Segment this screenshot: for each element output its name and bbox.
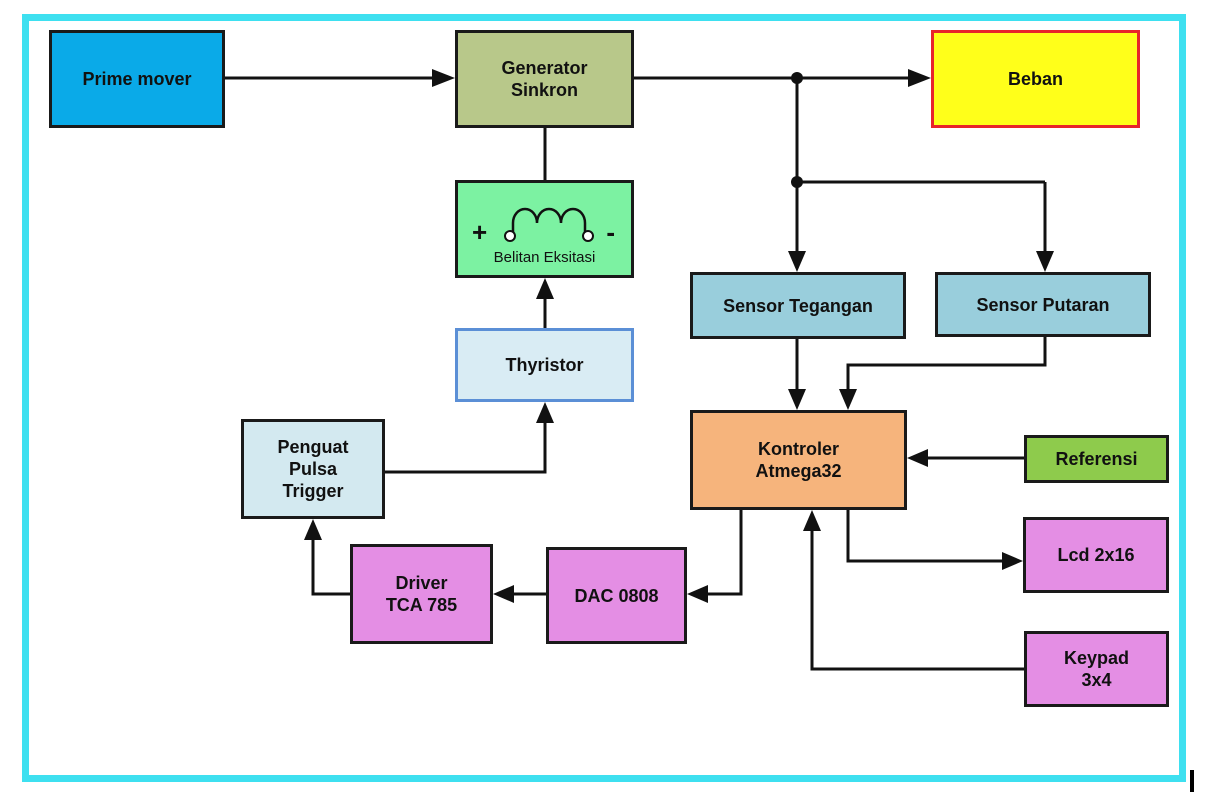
- dac-label: DAC 0808: [574, 585, 659, 606]
- plus-terminal-label: +: [472, 217, 488, 247]
- arrow-keypad-controller: [810, 517, 1024, 671]
- thyristor-label: Thyristor: [505, 355, 584, 375]
- keypad-label-line2: 3x4: [1081, 670, 1112, 690]
- speed-sensor-label: Sensor Putaran: [976, 294, 1110, 315]
- arrowhead: [1036, 251, 1054, 272]
- speed-sensor-block: Sensor Putaran: [935, 272, 1151, 337]
- trigger-label-line2: Pulsa: [288, 459, 338, 479]
- trigger-label-line1: Penguat: [277, 437, 349, 457]
- arrowhead: [907, 449, 928, 467]
- arrowhead: [536, 402, 554, 423]
- text-cursor-mark: [1190, 770, 1194, 792]
- diagram-frame: [22, 14, 1186, 782]
- controller-label-line1: Kontroler: [758, 439, 839, 459]
- lcd-block: Lcd 2x16: [1023, 517, 1169, 593]
- arrowhead: [803, 510, 821, 531]
- thyristor-block: Thyristor: [455, 328, 634, 402]
- excitation-winding-block: + - Belitan Eksitasi: [455, 180, 634, 278]
- voltage-sensor-label: Sensor Tegangan: [723, 295, 873, 316]
- arrow-driver-trigger: [311, 526, 350, 596]
- beban-block: Beban: [931, 30, 1140, 128]
- generator-block: Generator Sinkron: [455, 30, 634, 128]
- voltage-sensor-block: Sensor Tegangan: [690, 272, 906, 339]
- arrow-controller-dac: [694, 510, 743, 596]
- generator-label-line2: Sinkron: [510, 80, 578, 100]
- lcd-label: Lcd 2x16: [1057, 545, 1135, 565]
- arrowhead: [908, 69, 931, 87]
- prime-mover-label: Prime mover: [82, 69, 192, 89]
- dac-block: DAC 0808: [546, 547, 687, 644]
- trigger-amplifier-block: Penguat Pulsa Trigger: [241, 419, 385, 519]
- arrowhead: [432, 69, 455, 87]
- generator-label-line1: Generator: [501, 58, 588, 78]
- controller-label-line2: Atmega32: [755, 461, 842, 481]
- excitation-label: Belitan Eksitasi: [493, 249, 596, 266]
- junction-dot: [791, 176, 803, 188]
- driver-label-line1: Driver: [395, 573, 448, 593]
- arrowhead: [839, 389, 857, 410]
- referensi-label: Referensi: [1055, 449, 1138, 469]
- junction-dot: [791, 72, 803, 84]
- referensi-block: Referensi: [1024, 435, 1169, 483]
- arrowhead: [788, 251, 806, 272]
- arrow-speed-controller: [846, 337, 1047, 403]
- inductor-coil-icon: [504, 207, 594, 242]
- prime-mover-block: Prime mover: [49, 30, 225, 128]
- trigger-label-line3: Trigger: [282, 481, 344, 501]
- arrowhead: [1002, 552, 1023, 570]
- arrow-controller-lcd: [846, 510, 1016, 563]
- arrowhead: [304, 519, 322, 540]
- arrowhead: [687, 585, 708, 603]
- driver-label-line2: TCA 785: [385, 595, 458, 615]
- arrowhead: [493, 585, 514, 603]
- arrowhead: [536, 278, 554, 299]
- beban-label: Beban: [1007, 69, 1063, 89]
- controller-block: Kontroler Atmega32: [690, 410, 907, 510]
- arrowhead: [788, 389, 806, 410]
- driver-block: Driver TCA 785: [350, 544, 493, 644]
- minus-terminal-label: -: [606, 217, 615, 247]
- arrow-trigger-thyristor: [385, 409, 547, 474]
- keypad-label-line1: Keypad: [1063, 648, 1130, 668]
- keypad-block: Keypad 3x4: [1024, 631, 1169, 707]
